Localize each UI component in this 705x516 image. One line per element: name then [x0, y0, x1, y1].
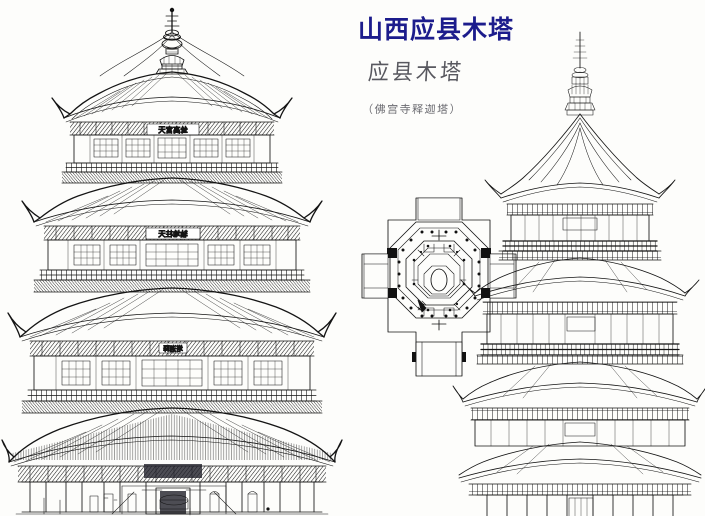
story-4: 轴地柱天	[33, 225, 311, 293]
elevation-story-1	[468, 483, 692, 516]
elevation-story-3	[470, 407, 690, 447]
story-1	[15, 464, 329, 515]
roof-top	[51, 71, 293, 123]
story-5: 耸高宫天	[61, 121, 283, 184]
elevation-roof-3	[452, 361, 705, 407]
subtitle-note: （佛宫寺释迦塔）	[361, 103, 463, 116]
roof-3	[7, 287, 337, 342]
courtyard-foreground	[43, 485, 270, 516]
figure-elevation-drawing	[452, 28, 705, 516]
roof-4	[21, 177, 323, 227]
elevation-roof-top	[484, 113, 676, 203]
plaque-text-1: 耸高宫天	[158, 126, 188, 135]
story-3: 塔迦释	[21, 340, 323, 414]
page-title: 山西应县木塔	[358, 15, 515, 44]
elevation-story-4	[476, 301, 684, 365]
roof-2	[1, 407, 343, 467]
elevation-spire	[564, 31, 596, 116]
figure-floor-plan	[360, 196, 520, 398]
elevation-roof-2	[458, 441, 702, 483]
subtitle-calligraphy: 应县木塔	[367, 59, 465, 85]
figure-perspective-drawing: 耸高宫天	[1, 2, 343, 516]
plaque-text-2: 轴地柱天	[158, 230, 188, 239]
elevation-roof-4	[460, 257, 700, 301]
elevation-story-5	[498, 203, 662, 261]
plaque-text-4: 塔迦释	[163, 344, 183, 353]
finial-group	[99, 7, 245, 77]
